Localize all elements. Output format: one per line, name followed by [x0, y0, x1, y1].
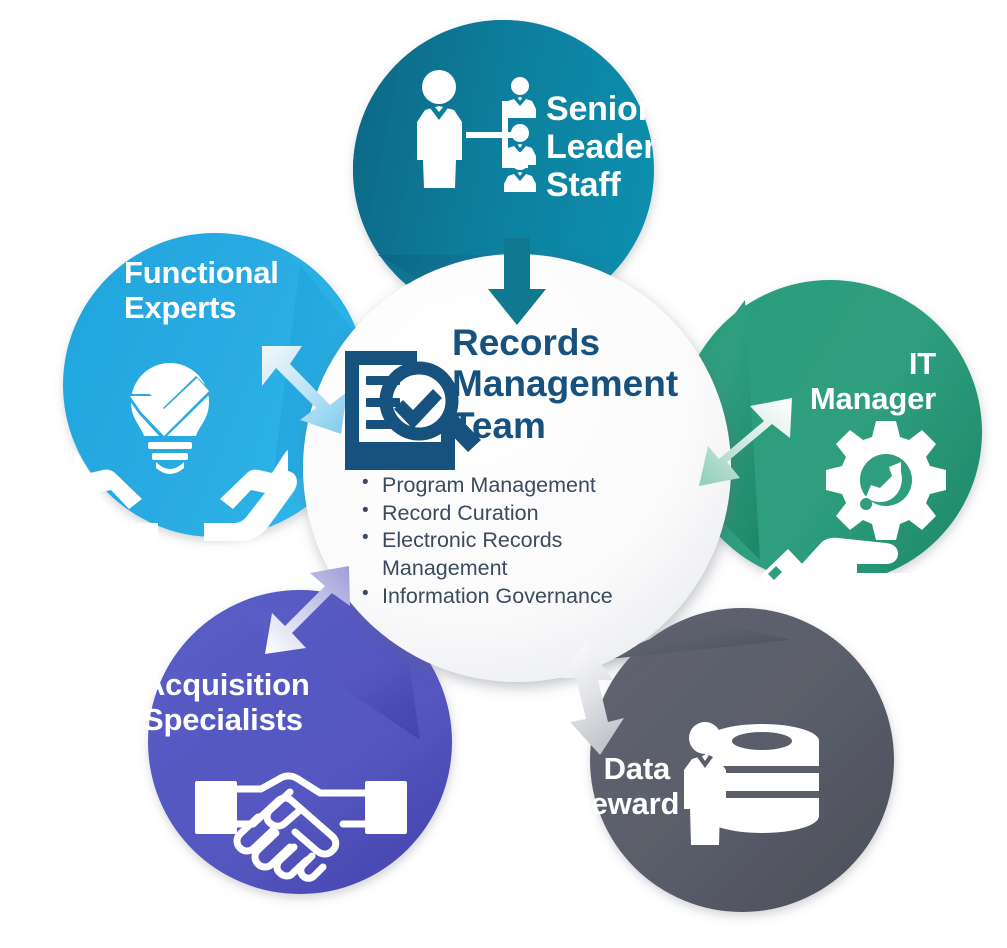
handshake-icon [195, 772, 407, 882]
petal-label-acquisition-specialists: Acquisition Specialists [143, 667, 310, 737]
arrow-data-center [561, 642, 624, 755]
bullet-icon: • [362, 472, 369, 493]
petal-label-senior-leader-staff: Senior Leader Staff [546, 90, 657, 205]
arrow-senior-to-center [488, 238, 546, 325]
records-checklist-magnifier-icon [345, 351, 481, 470]
center-list-item-label: Record Curation [382, 500, 539, 525]
petal-label-it-manager: IT Manager [809, 346, 936, 416]
org-chart-people-icon [417, 70, 536, 192]
center-list-item: • Record Curation [356, 500, 676, 528]
petal-label-functional-experts: Functional Experts [124, 255, 279, 325]
center-list-item-label: Electronic Records Management [382, 528, 563, 581]
arrow-it-center [699, 398, 792, 486]
center-list-item: • Information Governance [356, 583, 676, 611]
arrow-functional-center [262, 346, 347, 434]
center-responsibility-list: • Program Management • Record Curation • Elec… [356, 472, 676, 611]
center-list-item-label: Information Governance [382, 583, 613, 608]
gear-wrench-in-hand-icon [760, 421, 961, 617]
center-list-item: • Electronic Records Management [356, 527, 676, 582]
center-list-item: • Program Management [356, 472, 676, 500]
center-list-item-label: Program Management [382, 473, 596, 497]
bullet-icon: • [362, 582, 369, 604]
petal-label-data-steward: Data Steward [560, 751, 680, 821]
center-heading: Records Management Team [452, 322, 679, 446]
bullet-icon: • [362, 499, 369, 521]
bullet-icon: • [362, 527, 369, 549]
arrow-acquisition-center [265, 566, 350, 654]
person-database-icon [684, 722, 819, 845]
lightbulb-check-in-hands-icon [65, 363, 297, 541]
